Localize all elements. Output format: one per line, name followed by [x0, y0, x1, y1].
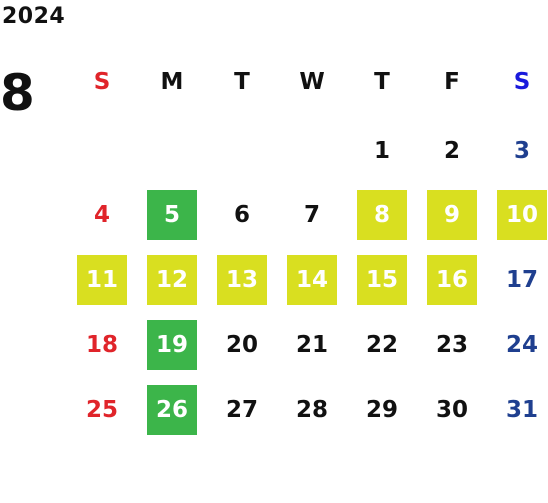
day-cell-21[interactable]: 21: [295, 331, 328, 358]
day-cell-29[interactable]: 29: [365, 396, 398, 423]
weekday-sunday: S: [93, 69, 111, 95]
day-cell-26[interactable]: 26: [147, 385, 197, 435]
calendar-month: 8: [0, 64, 35, 122]
day-cell-24[interactable]: 24: [505, 331, 538, 358]
day-cell-11[interactable]: 11: [77, 255, 127, 305]
calendar-year: 2024: [2, 4, 66, 29]
day-cell-1[interactable]: 1: [373, 137, 390, 164]
day-cell-28[interactable]: 28: [295, 396, 328, 423]
day-cell-22[interactable]: 22: [365, 331, 398, 358]
weekday-tuesday: T: [234, 69, 250, 95]
day-cell-31[interactable]: 31: [505, 396, 538, 423]
day-cell-9[interactable]: 9: [427, 190, 477, 240]
weekday-thursday: T: [374, 69, 390, 95]
day-cell-25[interactable]: 25: [85, 396, 118, 423]
day-cell-5[interactable]: 5: [147, 190, 197, 240]
day-cell-17[interactable]: 17: [505, 266, 538, 293]
day-cell-23[interactable]: 23: [435, 331, 468, 358]
day-cell-10[interactable]: 10: [497, 190, 547, 240]
weekday-saturday: S: [513, 69, 531, 95]
day-cell-6[interactable]: 6: [233, 201, 250, 228]
day-cell-19[interactable]: 19: [147, 320, 197, 370]
day-cell-14[interactable]: 14: [287, 255, 337, 305]
day-cell-30[interactable]: 30: [435, 396, 468, 423]
day-cell-27[interactable]: 27: [225, 396, 258, 423]
weekday-friday: F: [444, 69, 460, 95]
day-cell-18[interactable]: 18: [85, 331, 118, 358]
day-cell-8[interactable]: 8: [357, 190, 407, 240]
weekday-wednesday: W: [299, 69, 325, 95]
day-cell-16[interactable]: 16: [427, 255, 477, 305]
day-cell-4[interactable]: 4: [93, 201, 110, 228]
day-cell-2[interactable]: 2: [443, 137, 460, 164]
day-cell-12[interactable]: 12: [147, 255, 197, 305]
day-cell-15[interactable]: 15: [357, 255, 407, 305]
day-cell-20[interactable]: 20: [225, 331, 258, 358]
day-cell-7[interactable]: 7: [303, 201, 320, 228]
day-cell-13[interactable]: 13: [217, 255, 267, 305]
weekday-monday: M: [160, 69, 184, 95]
day-cell-3[interactable]: 3: [513, 137, 530, 164]
